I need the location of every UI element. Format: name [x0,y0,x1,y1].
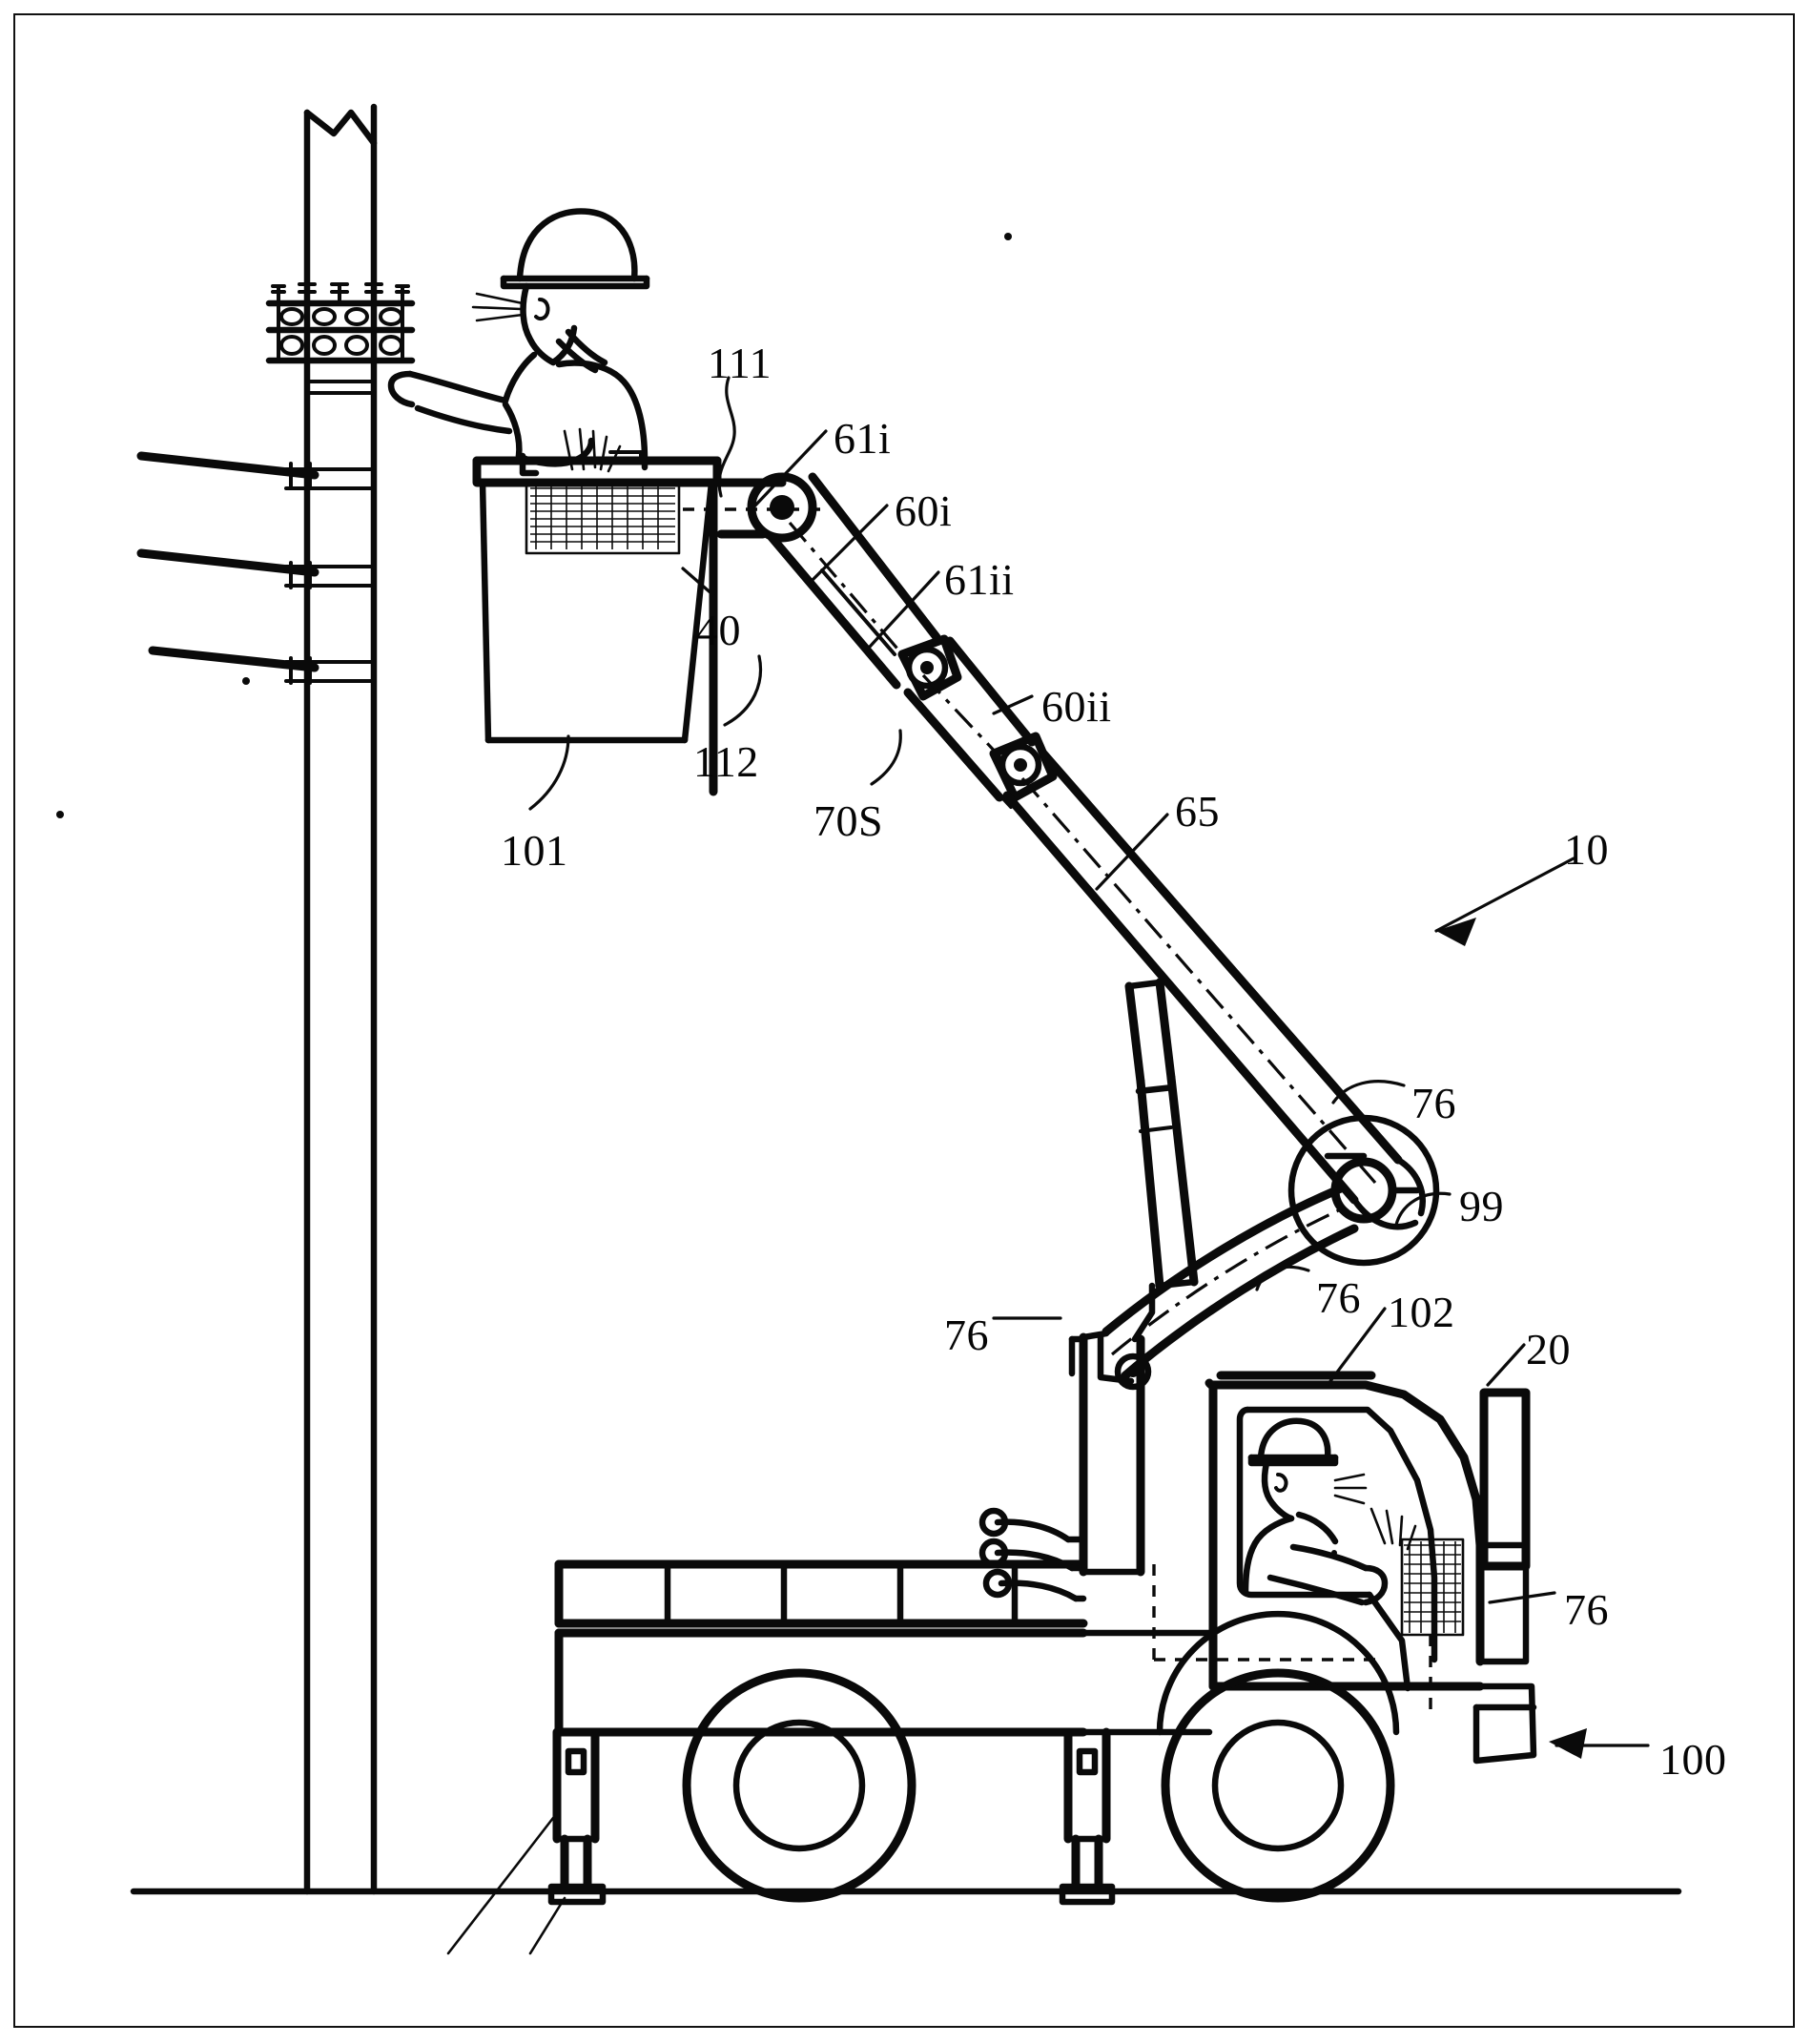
pivot-60i [897,634,962,701]
boom-upper [712,472,962,701]
ref-label-100: 100 [1659,1735,1727,1784]
ref-label-101: 101 [501,826,568,875]
ref-label-76-mast: 76 [944,1311,989,1359]
turret-pivot [1287,1114,1440,1267]
ref-label-61i: 61i [834,414,892,463]
ref-label-65: 65 [1175,787,1220,836]
bucket [472,450,820,796]
bucket-control-box-hatch [530,485,675,549]
driver-speech-lines [1333,1473,1368,1505]
outriggers [446,1727,1116,1955]
ref-label-61ii: 61ii [944,555,1015,604]
ref-label-76-bumper: 76 [1564,1585,1609,1634]
ref-label-10: 10 [1564,825,1609,874]
scan-artifacts [56,233,1337,1556]
wheels [682,1610,1400,1903]
ref-label-111: 111 [708,339,772,387]
ref-label-70s: 70S [813,796,884,845]
boom-second-segment [903,636,1058,809]
ref-label-40: 40 [696,606,741,654]
truck-cab [1205,1371,1537,1765]
insulator-bank [265,282,416,364]
driver-spark-lines [1369,1507,1417,1551]
boom-main [1002,749,1426,1230]
utility-pole [303,103,378,1895]
ref-label-60i: 60i [895,486,953,535]
ref-label-76-link: 76 [1316,1273,1361,1322]
ref-label-99: 99 [1459,1182,1504,1230]
ref-label-60ii: 60ii [1041,682,1112,731]
speech-lines [471,292,525,322]
hydraulic-hoses [978,1507,1087,1602]
turret-mast [1068,1330,1145,1577]
ref-label-112: 112 [693,737,759,786]
driver-in-cab [1242,1417,1465,1709]
boom-lower-link [1097,1184,1359,1391]
pivot-60ii [989,732,1058,802]
cab-control-box-hatch [1404,1541,1461,1633]
hydraulic-cylinder [1124,978,1199,1343]
worker-in-bucket [387,208,650,477]
ref-label-76-upper: 76 [1411,1079,1456,1127]
ref-label-20: 20 [1526,1325,1571,1373]
ref-label-102: 102 [1388,1288,1455,1336]
leader-lines [528,376,1650,1759]
power-lines [136,451,376,685]
pivot-111 [747,472,817,543]
